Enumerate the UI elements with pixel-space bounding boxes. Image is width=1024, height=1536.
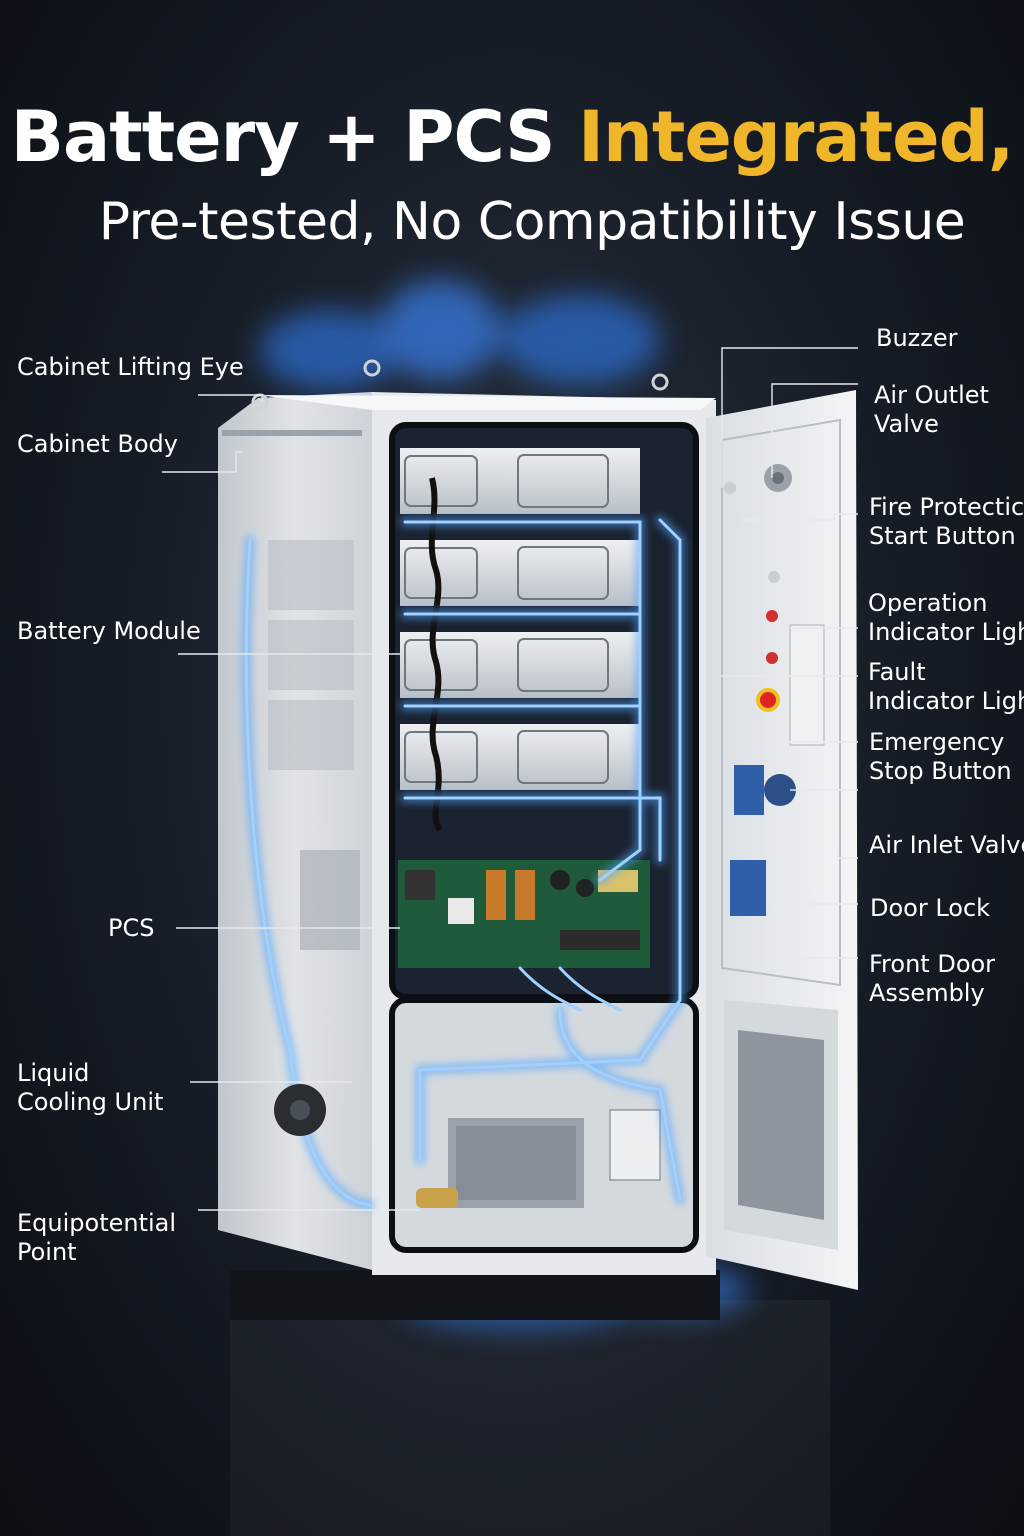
label-equipotential-point-line1: Equipotential — [17, 1209, 177, 1237]
label-front-door-assembly-line2: Assembly — [869, 979, 985, 1007]
breaker-panel — [609, 1109, 661, 1181]
coolant-pipes — [241, 515, 685, 1210]
label-pcs: PCS — [108, 914, 155, 942]
label-door-lock: Door Lock — [870, 894, 991, 922]
label-liquid-cooling-unit-line1: Liquid — [17, 1059, 90, 1087]
label-emergency-stop-line2: Stop Button — [869, 757, 1012, 785]
lifting-eye-mid — [363, 359, 381, 377]
cooling-pump-hub — [290, 1100, 310, 1120]
label-cabinet-lifting-eye: Cabinet Lifting Eye — [17, 353, 244, 381]
battery-modules — [400, 448, 640, 832]
label-liquid-cooling-unit-line2: Cooling Unit — [17, 1088, 164, 1116]
label-fault-indicator-light: Fault Indicator Ligh — [868, 658, 1024, 716]
headline-part-1: Battery + PCS — [10, 96, 556, 178]
label-battery-module: Battery Module — [17, 617, 201, 645]
label-fire-protection-line2: Start Button — [869, 522, 1016, 550]
emergency-stop-button — [756, 688, 780, 712]
label-front-door-assembly: Front Door Assembly — [869, 950, 995, 1008]
label-air-outlet-valve-line1: Air Outlet — [874, 381, 989, 409]
leader-lines — [162, 347, 858, 1211]
label-operation-indicator-line1: Operation — [868, 589, 988, 617]
label-equipotential-point-line2: Point — [17, 1238, 77, 1266]
cabinet-plinth — [230, 1270, 720, 1320]
floor-reflection — [230, 1300, 830, 1536]
label-front-door-assembly-line1: Front Door — [869, 950, 996, 978]
label-fire-protection-start-button: Fire Protectic Start Button — [869, 493, 1024, 551]
label-emergency-stop-line1: Emergency — [869, 728, 1005, 756]
lifting-eye-right — [651, 373, 669, 391]
label-fault-indicator-line2: Indicator Ligh — [868, 687, 1024, 715]
airflow-top — [260, 280, 660, 390]
label-liquid-cooling-unit: Liquid Cooling Unit — [17, 1059, 163, 1117]
equipotential-lug — [416, 1188, 458, 1208]
label-fire-protection-line1: Fire Protectic — [869, 493, 1024, 521]
operation-indicator-light — [766, 610, 778, 622]
label-air-outlet-valve-line2: Valve — [874, 410, 939, 438]
headline: Battery + PCS Integrated, — [0, 96, 1024, 178]
label-cabinet-body: Cabinet Body — [17, 430, 178, 458]
fault-indicator-light — [766, 652, 778, 664]
front-door — [706, 390, 858, 1290]
label-operation-indicator-light: Operation Indicator Ligh — [868, 589, 1024, 647]
headline-part-2-accent: Integrated, — [577, 96, 1014, 178]
label-air-inlet-valve: Air Inlet Valve — [869, 831, 1024, 859]
label-fault-indicator-line1: Fault — [868, 658, 926, 686]
pcs-board — [398, 860, 650, 968]
label-equipotential-point: Equipotential Point — [17, 1209, 176, 1267]
label-operation-indicator-line2: Indicator Ligh — [868, 618, 1024, 646]
label-emergency-stop-button: Emergency Stop Button — [869, 728, 1012, 786]
subtitle: Pre-tested, No Compatibility Issue — [98, 192, 966, 252]
label-air-outlet-valve: Air Outlet Valve — [874, 381, 989, 439]
cooling-grille-mesh — [456, 1126, 576, 1200]
label-buzzer: Buzzer — [876, 324, 958, 352]
